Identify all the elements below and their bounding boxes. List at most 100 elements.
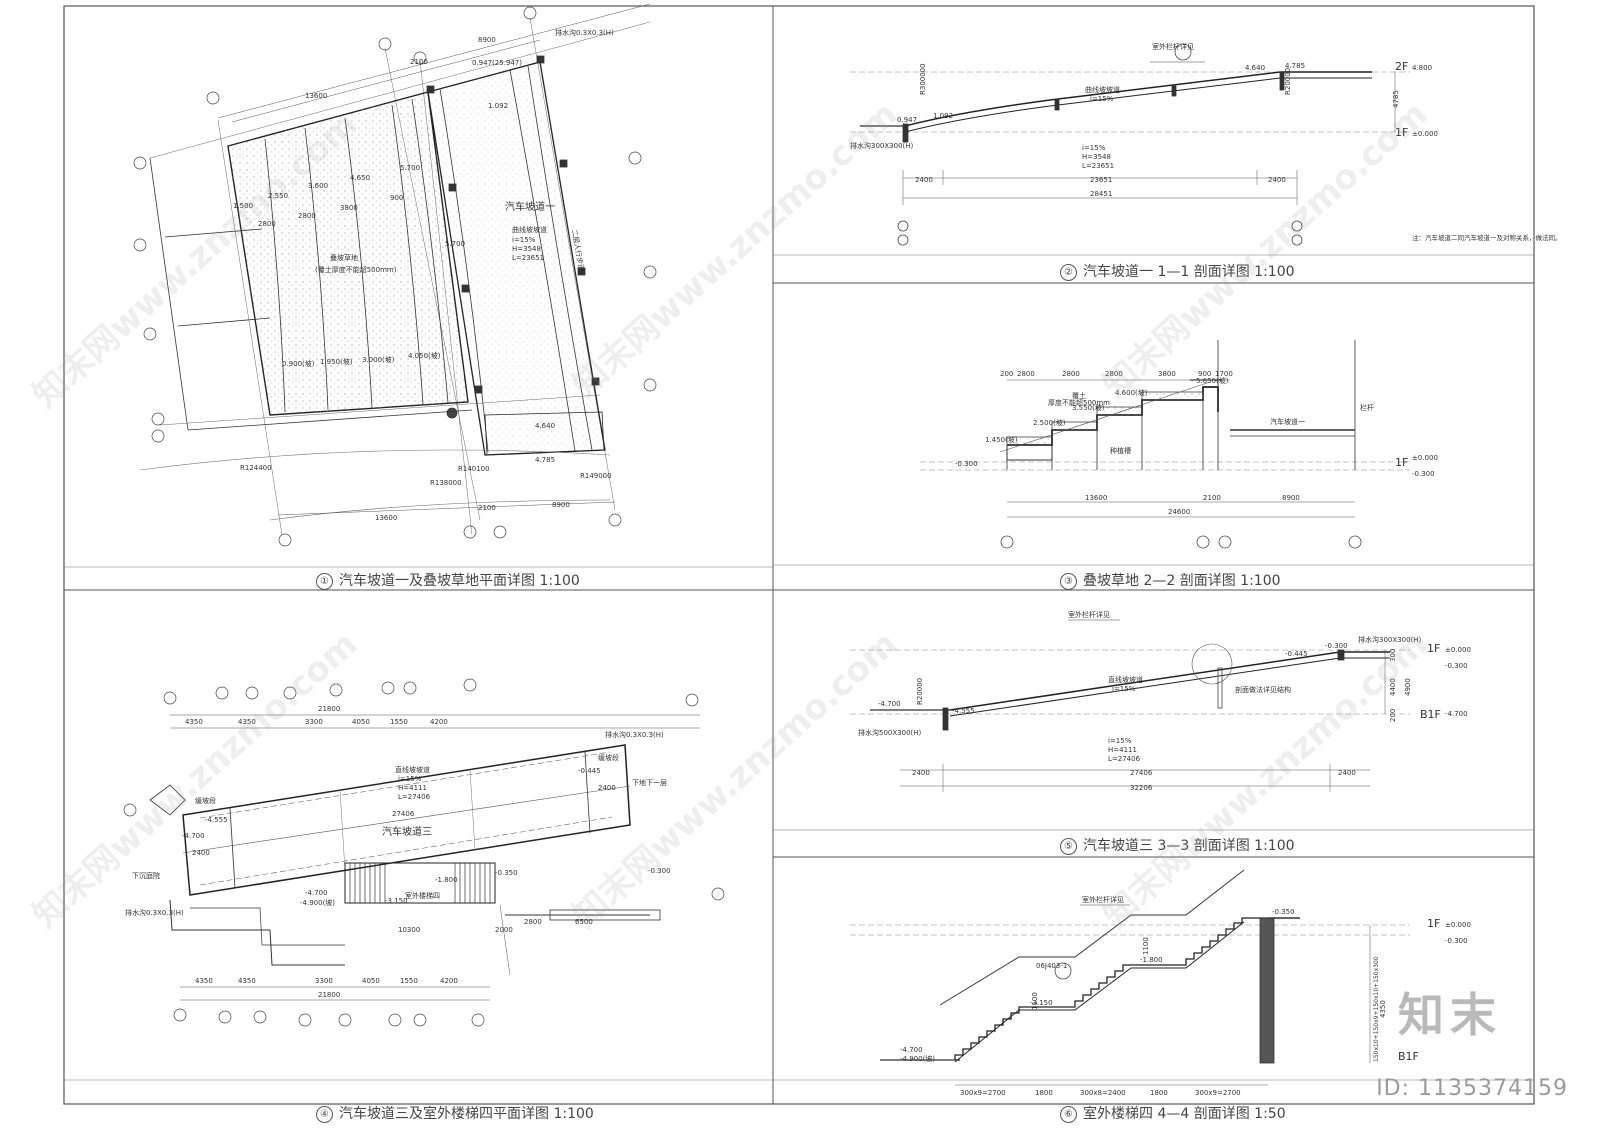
p5-e-ground: -0.300 bbox=[1445, 662, 1468, 670]
p5-straight: 直线坡坡道 bbox=[1108, 675, 1143, 684]
p2-detail: 室外栏杆详见 bbox=[1152, 42, 1194, 51]
p1-terrace-note: (覆土厚度不能超500mm) bbox=[315, 265, 397, 274]
p5-h: H=4111 bbox=[1108, 746, 1137, 754]
p4-w1: 2400 bbox=[192, 849, 210, 857]
p5-e-bot: -4.700 bbox=[878, 700, 901, 708]
p2-dim-2: 2400 bbox=[1268, 176, 1286, 184]
p1-r2: R138000 bbox=[430, 479, 462, 487]
p1-width-2: 3800 bbox=[340, 204, 358, 212]
p4-e-h: -4.700 bbox=[305, 889, 328, 897]
p1-r1: R124400 bbox=[240, 464, 272, 472]
p3-fill-note: 厚度不能超500mm bbox=[1048, 398, 1110, 407]
p2-r-a: R300000 bbox=[919, 63, 927, 95]
p4-sd-3: 6500 bbox=[575, 918, 593, 926]
panel-6-section bbox=[850, 869, 1410, 1086]
p3-dimb-1: 2100 bbox=[1203, 494, 1221, 502]
p5-eB: -4.700 bbox=[1445, 710, 1468, 718]
p5-drain-bot: 排水沟500X300(H) bbox=[858, 728, 922, 737]
p4-down2: 下地下一层 bbox=[632, 778, 667, 787]
p4-l: L=27406 bbox=[398, 793, 431, 801]
p4-sd-1: 2000 bbox=[495, 926, 513, 934]
p1-r3: R149000 bbox=[580, 472, 612, 480]
p4-e-d: -1.800 bbox=[435, 876, 458, 884]
p4-down: 下沉庭院 bbox=[132, 871, 160, 880]
p5-rail: 室外栏杆详见 bbox=[1068, 610, 1110, 619]
p6-dim-3: 1800 bbox=[1150, 1089, 1168, 1097]
p1-dim-bot-0: 13600 bbox=[375, 514, 397, 522]
p5-slope-2: i=15% bbox=[1108, 737, 1132, 745]
p6-ref: 06J403-1 bbox=[1036, 962, 1067, 970]
p4-stair: 室外楼梯四 bbox=[405, 891, 440, 900]
p1-elev-2: 3.600 bbox=[308, 182, 328, 190]
p4-e-c: -4.700 bbox=[182, 832, 205, 840]
p4-dt-3: 4050 bbox=[352, 718, 370, 726]
p3-dimb-0: 13600 bbox=[1085, 494, 1107, 502]
p4-total-bottom: 21800 bbox=[318, 991, 340, 999]
p5-floorB: B1F bbox=[1420, 708, 1441, 721]
p5-e-low: -4.555 bbox=[952, 707, 975, 715]
p6-dim-4: 300x9=2700 bbox=[1195, 1089, 1241, 1097]
p2-e-c: 4.785 bbox=[1285, 62, 1305, 70]
p4-sd-0: 10300 bbox=[398, 926, 420, 934]
p2-drain: 排水沟300X300(H) bbox=[850, 141, 914, 150]
p1-width-3: 900 bbox=[390, 194, 403, 202]
p1-elev-0: 1.500 bbox=[233, 202, 253, 210]
p3-e2: 2.500(坡) bbox=[1033, 418, 1066, 427]
p1-elev-11: 4.640 bbox=[535, 422, 555, 430]
p5-dim-2: 2400 bbox=[1338, 769, 1356, 777]
p5-e-top: -0.300 bbox=[1325, 642, 1348, 650]
p6-height: 4350 bbox=[1379, 1000, 1387, 1018]
p2-note: 注：汽车坡道二同汽车坡道一及对称关系，做法同。 bbox=[1412, 233, 1562, 242]
p1-elev-10: 4.050(坡) bbox=[408, 351, 441, 360]
p3-e-ground: -0.300 bbox=[1412, 470, 1435, 478]
panel-2-section bbox=[850, 43, 1410, 246]
p2-floor1: 1F bbox=[1395, 126, 1408, 139]
brand-logo: 知末 bbox=[1398, 988, 1502, 1042]
p5-h-2: 4900 bbox=[1404, 678, 1412, 696]
p5-detail: 剖面做法详见结构 bbox=[1235, 685, 1291, 694]
p5-r: R20000 bbox=[916, 678, 924, 705]
p5-h-1: 4400 bbox=[1389, 678, 1397, 696]
p6-e-mid1: -3.150 bbox=[1030, 999, 1053, 1007]
p6-e-ground: -0.300 bbox=[1445, 937, 1468, 945]
p1-r4: R140100 bbox=[458, 465, 490, 473]
p4-sd-2: 2800 bbox=[524, 918, 542, 926]
p6-floor1: 1F bbox=[1427, 917, 1440, 930]
p4-e-g: -4.900(坡) bbox=[300, 898, 335, 907]
p4-e-a: -0.445 bbox=[578, 767, 601, 775]
p2-e-b: 4.640 bbox=[1245, 64, 1265, 72]
p3-floor1: 1F bbox=[1395, 456, 1408, 469]
p4-db-1: 4350 bbox=[238, 977, 256, 985]
p3-rail: 栏杆 bbox=[1360, 403, 1374, 412]
p4-ramp: 汽车坡道三 bbox=[382, 825, 432, 838]
p2-e-a: 1.092 bbox=[933, 112, 953, 120]
p1-elev-top: 0.947(25.947) bbox=[472, 59, 522, 67]
p2-l: L=23651 bbox=[1082, 162, 1114, 170]
p5-h-3: 200 bbox=[1389, 709, 1397, 722]
p2-e1: ±0.000 bbox=[1412, 130, 1438, 138]
p5-dim-1: 27406 bbox=[1130, 769, 1153, 777]
p1-l: L=23651 bbox=[512, 254, 544, 262]
p5-drain-top: 排水沟300X300(H) bbox=[1358, 635, 1422, 644]
p5-floor1: 1F bbox=[1427, 642, 1440, 655]
p4-slow: 缓坡段 bbox=[195, 796, 216, 805]
p6-rail: 室外栏杆详见 bbox=[1082, 895, 1124, 904]
p6-e-bot: -4.700 bbox=[900, 1046, 923, 1054]
p3-dim-6: 1700 bbox=[1215, 370, 1233, 378]
p4-total-top: 21800 bbox=[318, 705, 340, 713]
p6-e-mid2: -1.800 bbox=[1140, 956, 1163, 964]
p4-drain-2: 排水沟0.3X0.3(H) bbox=[125, 908, 184, 917]
p3-e4: 4.600(坡) bbox=[1115, 388, 1148, 397]
p1-elev-3: 4.650 bbox=[350, 174, 370, 182]
p6-floorB: B1F bbox=[1398, 1050, 1419, 1063]
p4-db-3: 4050 bbox=[362, 977, 380, 985]
p3-grass: 种植槽 bbox=[1110, 446, 1131, 455]
p6-rail-h1: 1100 bbox=[1031, 992, 1039, 1010]
p1-ramp-label: 汽车坡道一 bbox=[505, 200, 555, 213]
p6-e-bot2: -4.900(坡) bbox=[900, 1054, 935, 1063]
p4-e-e: -3.150 bbox=[385, 897, 408, 905]
